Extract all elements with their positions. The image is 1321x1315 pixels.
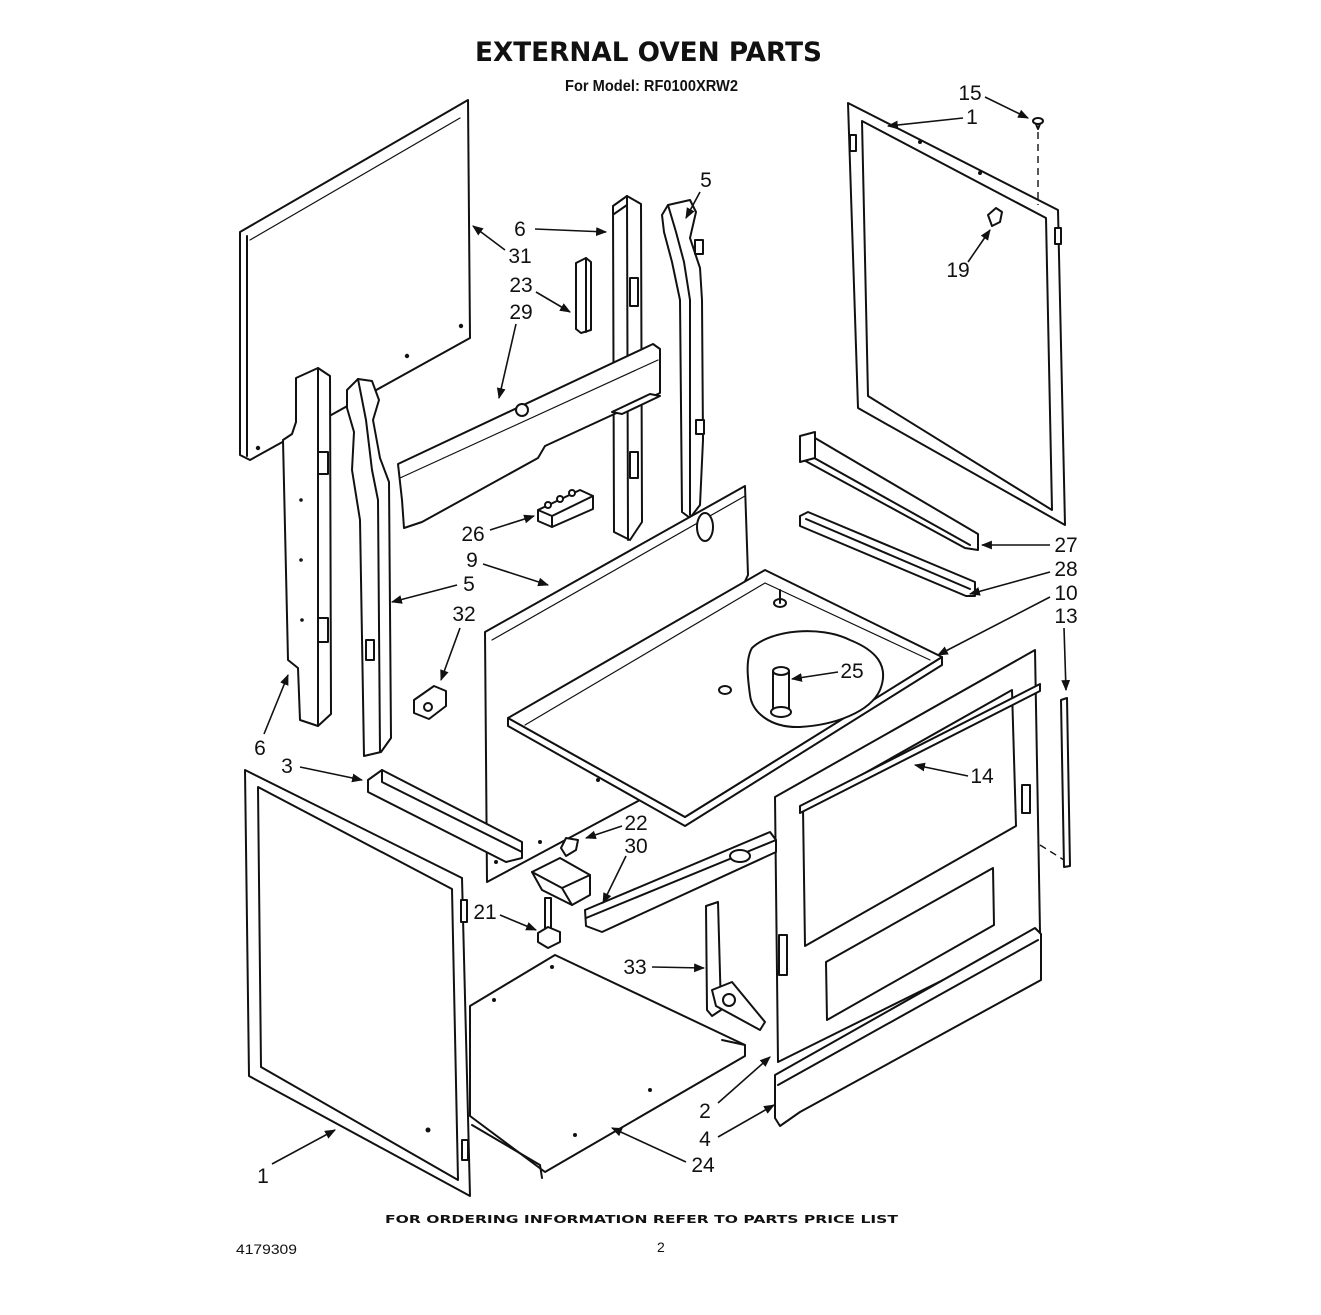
leader-21 [499,914,538,931]
part-19-drawing [987,207,1003,227]
callouts: 15 1 19 5 6 31 23 29 26 9 5 32 27 28 10 … [254,82,1078,1188]
leader-5-middle [390,584,458,604]
part-25-drawing [746,630,885,729]
part-30-drawing [584,831,777,933]
dashed-guide [1039,844,1065,861]
callout-9: 9 [466,549,478,572]
part-21-drawing [537,897,561,949]
leader-22 [584,825,623,840]
callout-32: 32 [452,603,475,626]
part-6-lower-drawing [282,367,332,727]
callout-15: 15 [958,82,981,105]
callout-2: 2 [699,1100,711,1123]
leader-1-upper [886,117,964,130]
callout-19: 19 [946,259,969,282]
callout-22: 22 [624,812,647,835]
callout-29: 29 [509,301,532,324]
callout-25: 25 [840,660,863,683]
leader-32 [440,627,461,682]
ordering-note: FOR ORDERING INFORMATION REFER TO PARTS … [385,1213,899,1226]
part-5-lower-drawing [346,378,392,757]
leader-4 [717,1104,775,1138]
part-24-drawing [469,954,746,1179]
part-28-drawing [799,511,976,597]
part-22-drawing [560,837,579,857]
leader-23 [535,291,571,313]
callout-13: 13 [1054,605,1077,628]
callout-33: 33 [623,956,646,979]
leader-30 [602,855,627,904]
part-26-drawing [537,489,594,528]
part-13-drawing [1060,697,1071,868]
leader-29 [496,323,517,400]
leader-33 [651,963,706,973]
part-1-lower-drawing [244,769,471,1197]
part-2-drawing [774,649,1041,1063]
part-32-drawing [413,685,447,720]
callout-4: 4 [699,1128,711,1151]
leader-6-lower [263,673,289,735]
leader-15 [984,96,1029,119]
leader-31 [472,225,506,251]
part-1-upper-drawing [847,102,1066,526]
callout-6-upper: 6 [514,218,526,241]
callout-3: 3 [281,755,293,778]
leader-1-lower [271,1129,336,1165]
callout-5-middle: 5 [463,573,475,596]
leader-28 [968,571,1051,596]
part-23-drawing [575,257,592,334]
leader-10 [937,596,1051,656]
part-14-drawing [799,683,1041,814]
leader-24 [611,1127,687,1163]
callout-24: 24 [691,1154,715,1177]
bracket-drawing [531,857,591,906]
part-10-drawing [507,569,943,827]
document-number: 4179309 [236,1241,297,1257]
page-number: 2 [657,1239,665,1255]
part-31-drawing [239,99,471,461]
part-15-drawing [1032,117,1044,130]
part-5-upper-drawing [661,199,705,519]
part-33-drawing [705,901,766,1031]
callout-30: 30 [624,835,647,858]
callout-21: 21 [473,901,496,924]
callout-5-upper: 5 [700,169,712,192]
part-4-drawing [774,927,1042,1127]
page-title: EXTERNAL OVEN PARTS [475,37,822,68]
model-label: For Model: RF0100XRW2 [565,78,738,95]
callout-28: 28 [1054,558,1077,581]
callout-1-lower: 1 [257,1165,269,1188]
leader-5-upper [685,191,701,219]
leader-25 [790,671,839,682]
part-27-drawing [799,431,979,551]
leader-14 [913,762,969,777]
part-3-drawing [367,769,523,863]
leader-26 [489,514,536,531]
leader-9 [482,563,550,587]
callout-10: 10 [1054,582,1077,605]
callout-1-upper: 1 [966,106,978,129]
leader-6-upper [534,227,608,236]
callout-6-lower: 6 [254,737,266,760]
callout-27: 27 [1054,534,1077,557]
callout-14: 14 [970,765,994,788]
leader-3 [299,766,364,783]
leader-13 [1061,627,1071,692]
callout-26: 26 [461,523,484,546]
leader-19 [967,229,991,263]
part-29-drawing [397,343,661,529]
leader-2 [717,1056,771,1104]
leader-lines [263,96,1071,1165]
callout-31: 31 [508,245,531,268]
callout-23: 23 [509,274,532,297]
